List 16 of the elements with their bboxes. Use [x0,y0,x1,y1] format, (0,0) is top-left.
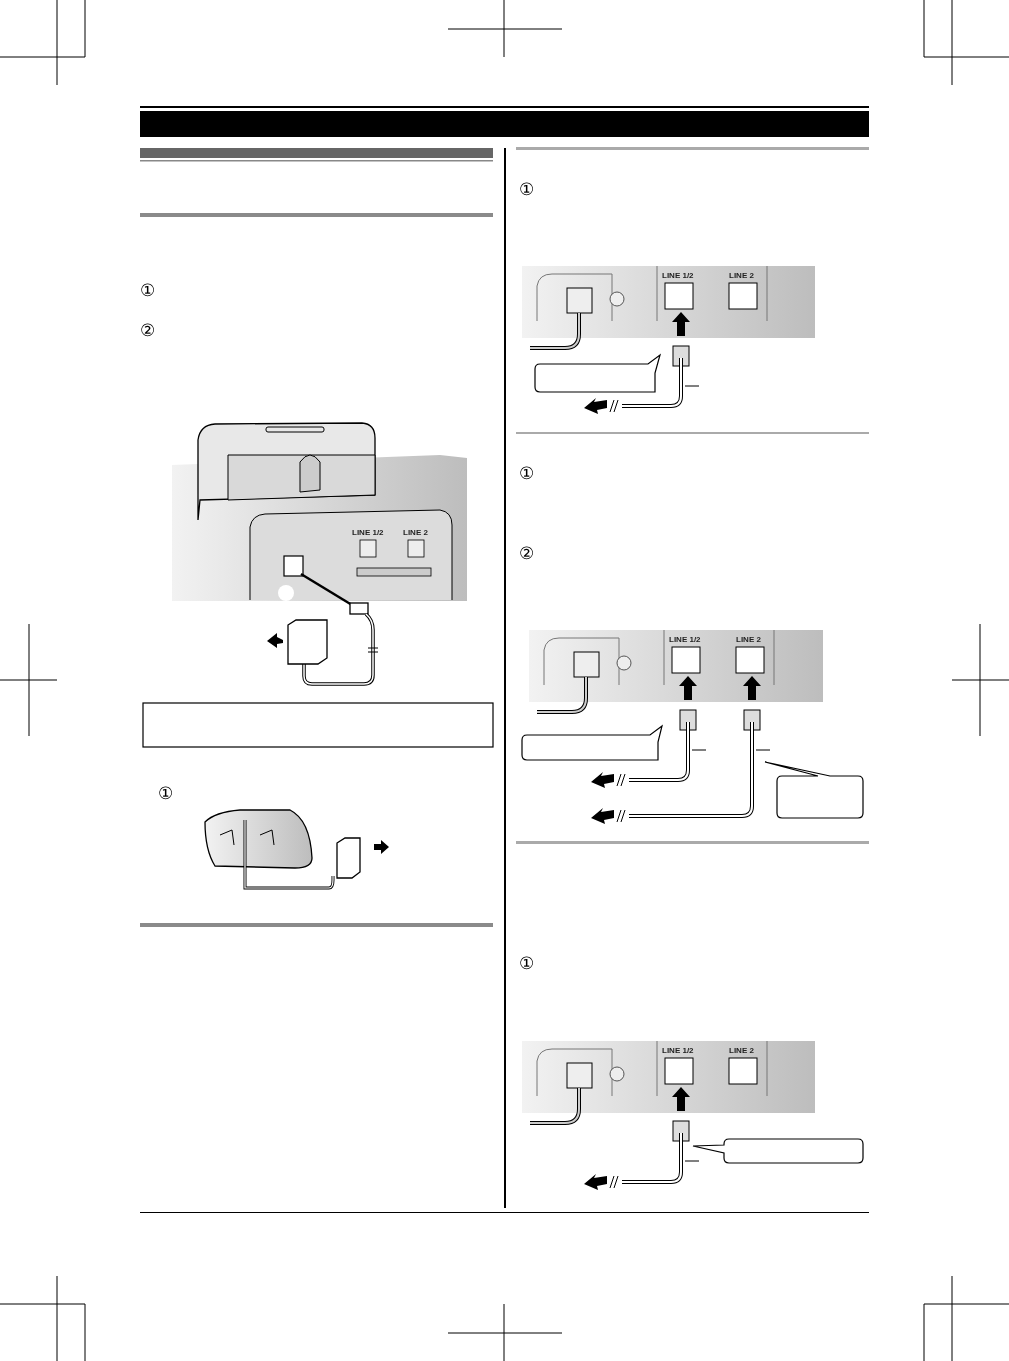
step-number: ② [519,545,534,562]
step-number: ① [140,282,155,299]
port-label: LINE 1/2 [662,272,694,280]
note-box [142,702,494,748]
step-number: ① [519,181,534,198]
step-number: ① [519,955,534,972]
port-label: LINE 2 [403,529,428,537]
port-label: LINE 2 [736,636,761,644]
step-number: ② [140,322,155,339]
step-number: ① [519,465,534,482]
port-label: LINE 1/2 [662,1047,694,1055]
port-label: LINE 1/2 [669,636,701,644]
port-label: LINE 2 [729,1047,754,1055]
step-number: ① [158,785,173,802]
port-label: LINE 1/2 [352,529,384,537]
port-label: LINE 2 [729,272,754,280]
